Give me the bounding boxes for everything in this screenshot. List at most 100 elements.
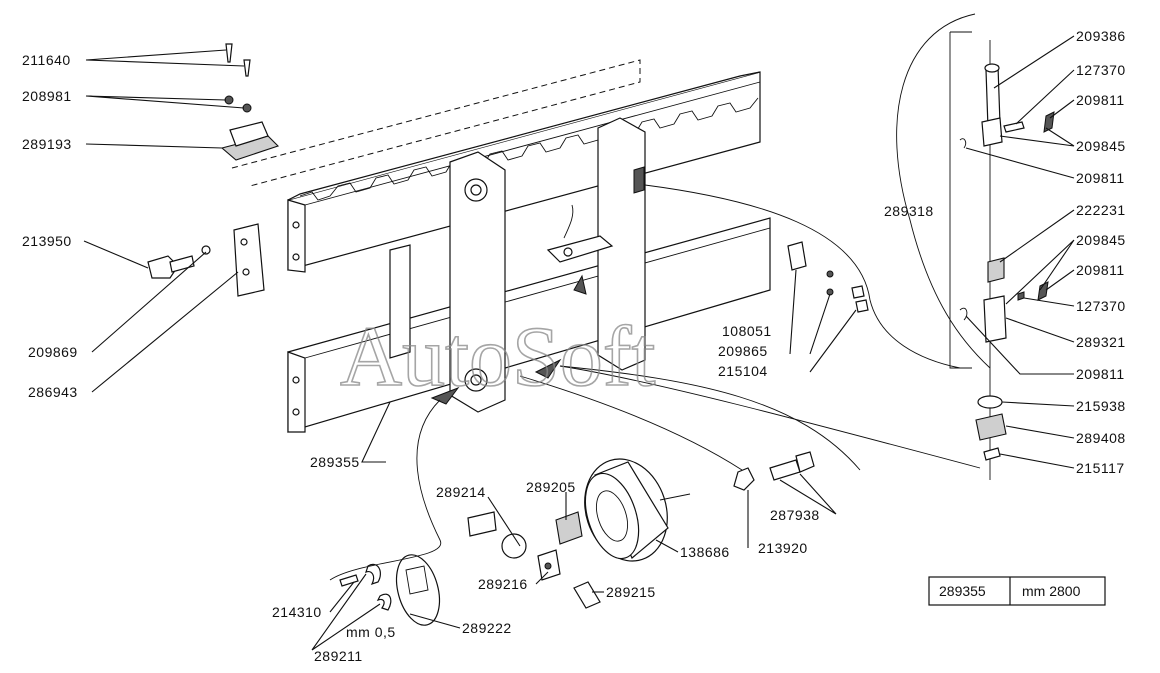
block-108051 <box>787 241 807 271</box>
label-108051: 108051 <box>722 323 772 339</box>
pin-215117 <box>983 447 1001 461</box>
label-138686: 138686 <box>680 544 730 560</box>
pin-289215 <box>573 581 601 609</box>
label-286943: 286943 <box>28 384 78 400</box>
lock-bracket <box>546 235 614 263</box>
label-287938: 287938 <box>770 507 820 523</box>
bracket-289193-top <box>229 121 269 147</box>
lower-bar-edge <box>304 227 771 359</box>
screw-214310 <box>339 574 359 587</box>
clip-209811-left <box>959 138 967 149</box>
washer <box>224 95 234 105</box>
label-289408: 289408 <box>1076 430 1126 446</box>
label-289318: 289318 <box>884 203 934 219</box>
lock-bracket-hole <box>563 247 573 257</box>
reference-curves <box>329 13 991 581</box>
label-214310: 214310 <box>272 604 322 620</box>
label-289205: 289205 <box>526 479 576 495</box>
label-mm-0-5: mm 0,5 <box>346 624 396 640</box>
bolt-287938-head <box>795 451 815 473</box>
label-209811-c: 209811 <box>1076 262 1125 278</box>
assembly-arrow <box>573 274 587 295</box>
label-211640: 211640 <box>22 52 71 68</box>
lower-bar-end <box>287 351 306 433</box>
washer-215938 <box>977 395 1003 409</box>
label-289193: 289193 <box>22 136 72 152</box>
center-plate-roller-hub <box>470 374 482 386</box>
label-289214: 289214 <box>436 484 486 500</box>
flange-289222 <box>395 554 441 626</box>
split-pin <box>225 43 233 63</box>
label-215104: 215104 <box>718 363 768 379</box>
nut-289408 <box>975 413 1007 441</box>
label-289215: 289215 <box>606 584 656 600</box>
label-289355: 289355 <box>310 454 360 470</box>
bolt-287938-shank <box>769 459 801 481</box>
upper-bar-end <box>287 199 306 273</box>
label-209811-a: 209811 <box>1076 92 1125 108</box>
upper-bar-hole <box>292 221 300 229</box>
label-213950: 213950 <box>22 233 72 249</box>
label-127370-a: 127370 <box>1076 62 1126 78</box>
bolt-shank-213950 <box>169 255 195 273</box>
split-pin-127370 <box>1003 121 1025 133</box>
clip-209811-lower-left <box>959 307 968 321</box>
label-209865: 209865 <box>718 343 768 359</box>
label-289222: 289222 <box>462 620 512 636</box>
plate-hole <box>240 238 248 246</box>
flange-square <box>405 565 429 595</box>
label-208981: 208981 <box>22 88 72 104</box>
plate-hole <box>242 268 250 276</box>
assembly-bracket <box>949 31 972 369</box>
label-289216: 289216 <box>478 576 528 592</box>
split-pin <box>243 59 251 77</box>
nut-215104 <box>851 285 865 299</box>
label-209869: 209869 <box>28 344 78 360</box>
assembly-guide-dashed <box>231 59 641 187</box>
nut-215104 <box>855 299 869 313</box>
nut-213920 <box>733 467 755 491</box>
label-222231: 222231 <box>1076 202 1126 218</box>
washer-127370 <box>1017 291 1025 301</box>
right-plate-slot <box>633 166 645 194</box>
lock-pin-arrow <box>563 204 574 239</box>
label-215117: 215117 <box>1076 460 1125 476</box>
right-slide-plate <box>597 117 646 371</box>
label-209845-b: 209845 <box>1076 232 1126 248</box>
part-number-labels: 211640 208981 289193 213950 209869 28694… <box>22 28 1126 664</box>
upper-bar-edge <box>304 81 761 206</box>
left-vertical-plate <box>389 244 411 359</box>
label-127370-b: 127370 <box>1076 298 1126 314</box>
label-209386: 209386 <box>1076 28 1126 44</box>
lower-bar-hole <box>292 408 300 416</box>
pad-289214 <box>467 511 497 537</box>
clip-209811 <box>1043 111 1055 133</box>
roller-138686-face <box>584 472 640 560</box>
top-left-fasteners <box>220 43 280 161</box>
spec-table-border <box>928 576 1106 606</box>
clip-289211 <box>376 593 392 611</box>
upper-bar-teeth <box>299 97 759 201</box>
label-289211: 289211 <box>314 648 363 664</box>
bushing-289216 <box>501 533 527 559</box>
label-213920: 213920 <box>758 540 808 556</box>
spec-table-part: 289355 <box>939 583 986 599</box>
watermark-text: AutoSoft <box>340 308 655 404</box>
right-hardware <box>787 241 869 313</box>
pin-head <box>981 117 1003 147</box>
lock-pin-assembly <box>949 31 1055 480</box>
spring-222231 <box>987 257 1005 283</box>
block-hole <box>544 562 552 570</box>
label-209811-b: 209811 <box>1076 170 1125 186</box>
washer-209869 <box>201 245 211 255</box>
label-209811-d: 209811 <box>1076 366 1125 382</box>
plate-289205 <box>555 511 583 545</box>
upper-bar-top <box>287 71 761 201</box>
label-209845-a: 209845 <box>1076 138 1126 154</box>
fork-carriage-frame <box>287 71 771 433</box>
lower-bar-hole <box>292 376 300 384</box>
assembly-arrow <box>534 358 562 379</box>
left-side-parts <box>147 223 265 297</box>
washer <box>242 103 252 113</box>
